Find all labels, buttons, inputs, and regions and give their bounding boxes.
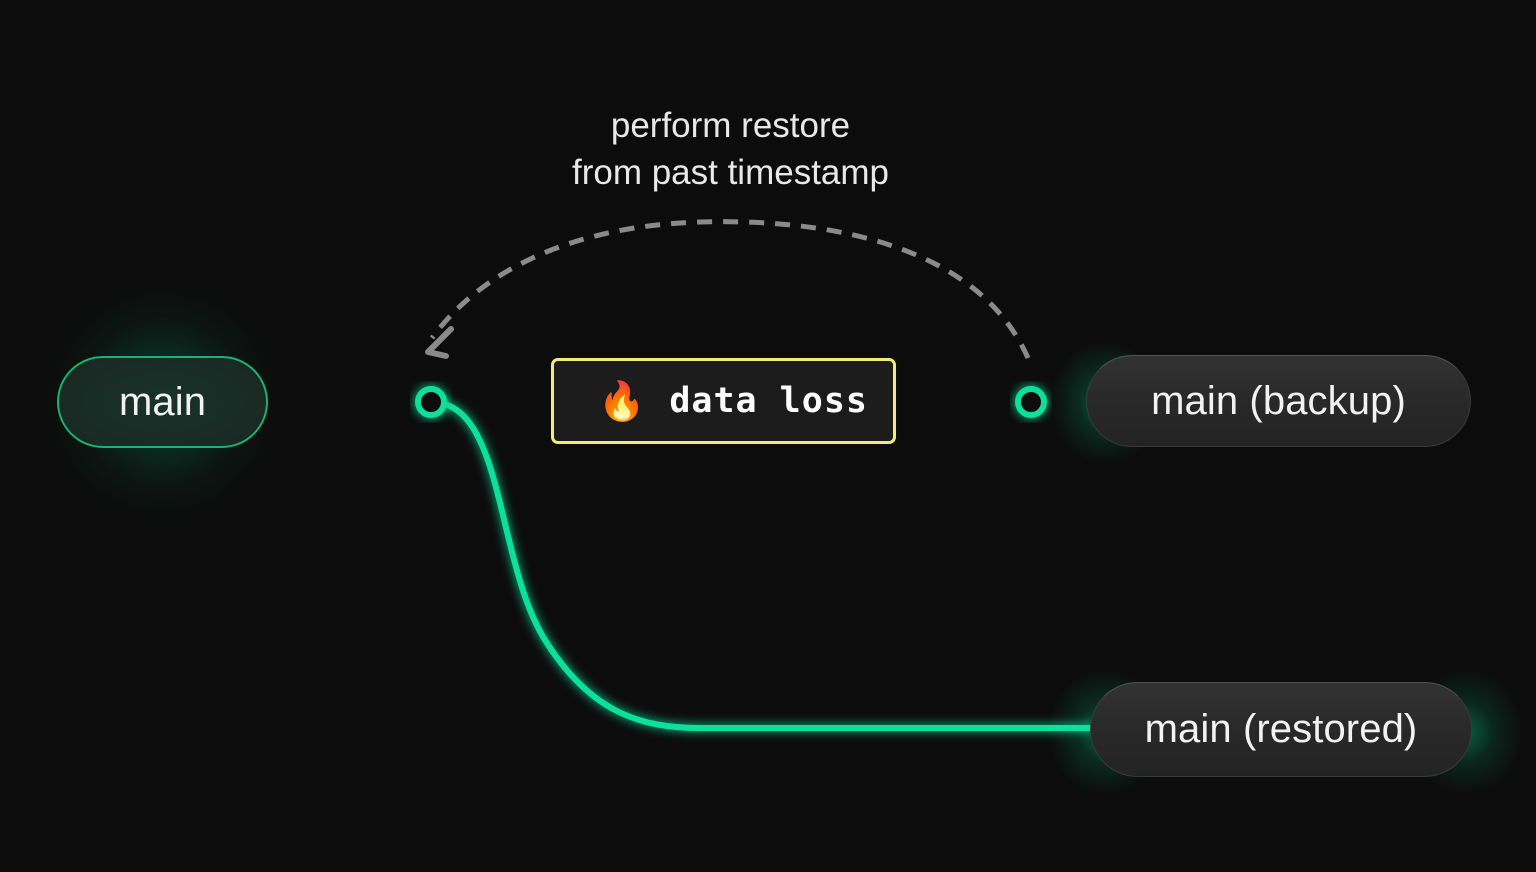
annotation-line-2: from past timestamp	[571, 152, 890, 192]
fire-emoji-icon: 🔥	[598, 379, 646, 423]
node-main-restored[interactable]: main (restored)	[1090, 682, 1472, 777]
edge-branch-to-restored	[428, 399, 1097, 731]
node-main[interactable]: main	[57, 356, 268, 448]
backup-point-node[interactable]	[1015, 386, 1047, 418]
restore-arrow-chevron-icon	[425, 326, 454, 359]
node-main-backup[interactable]: main (backup)	[1086, 355, 1471, 447]
data-loss-label: data loss	[669, 381, 868, 421]
annotation-line-1: perform restore	[610, 106, 851, 145]
restore-arrow-arc	[429, 219, 1031, 360]
node-main-label: main	[118, 379, 207, 424]
branch-point-node[interactable]	[415, 386, 447, 418]
data-loss-event[interactable]: 🔥 data loss	[551, 358, 896, 444]
restore-annotation: perform restore from past timestamp	[468, 103, 993, 196]
node-main-restored-label: main (restored)	[1144, 707, 1418, 751]
node-main-backup-label: main (backup)	[1151, 378, 1406, 423]
